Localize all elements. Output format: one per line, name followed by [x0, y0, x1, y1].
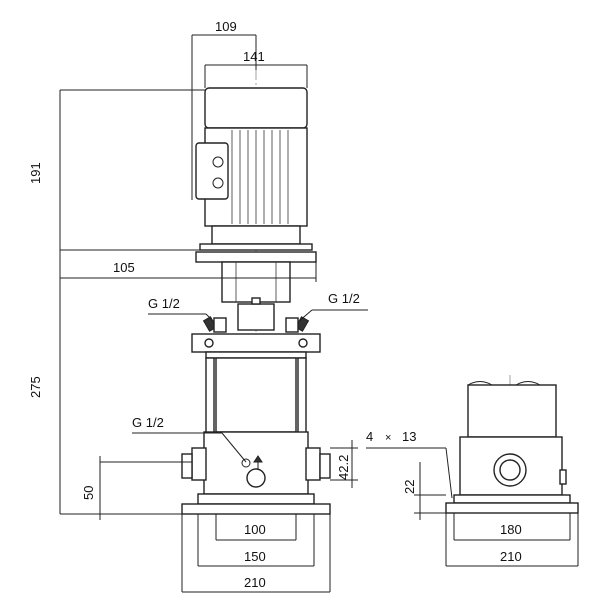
terminal-box	[195, 142, 229, 200]
side-port-inner-icon	[499, 459, 521, 481]
coupling-bracket	[195, 251, 317, 333]
side-view: 4 × 13 22 180 210	[366, 375, 579, 567]
dim-bolt-count: 4	[366, 429, 373, 444]
tie-bolt-icon	[204, 338, 214, 348]
outlet-end	[319, 453, 331, 479]
pump-head	[191, 333, 321, 359]
coupling-screw	[251, 297, 261, 305]
pump-sleeve	[205, 357, 307, 493]
motor-cooling-fins	[231, 130, 289, 224]
base-plate	[181, 503, 331, 515]
tie-bolt-icon	[298, 338, 308, 348]
dim-port-offset: 42.2	[336, 455, 351, 480]
dim-inlet-height: 50	[81, 486, 96, 500]
dim-base-inner: 100	[244, 522, 266, 537]
motor-lower-housing	[211, 225, 301, 245]
front-view: 109 141 191 275 105 G 1/2 G 1/2 G 1/2	[28, 19, 368, 593]
cable-gland-icon	[212, 156, 224, 168]
flow-arrow-head-icon	[253, 455, 263, 463]
side-base-plate-top	[453, 494, 571, 504]
dim-base-overall: 210	[244, 575, 266, 590]
vent-plug	[285, 317, 299, 333]
pump-head-lower	[205, 351, 307, 359]
sleeve-body	[215, 357, 297, 433]
outlet-pipe	[305, 447, 321, 481]
dim-motor-height: 191	[28, 162, 43, 184]
inlet-pipe	[191, 447, 207, 481]
dim-flange-offset: 105	[113, 260, 135, 275]
dim-motor-offset: 109	[215, 19, 237, 34]
base-plate-top	[197, 493, 315, 505]
label-port-right-upper: G 1/2	[328, 291, 360, 306]
side-base-plate	[445, 502, 579, 514]
dim-base-middle: 150	[244, 549, 266, 564]
dim-side-base-inner: 180	[500, 522, 522, 537]
pump-base	[181, 431, 331, 515]
motor	[195, 87, 313, 251]
vent-plug	[213, 317, 227, 333]
bracket-top-plate	[195, 251, 317, 263]
motor-top-cap	[204, 87, 308, 129]
coupling-housing	[221, 261, 291, 303]
motor-mounting-flange	[199, 243, 313, 251]
dim-motor-width: 141	[243, 49, 265, 64]
dim-base-thickness: 22	[402, 480, 417, 494]
priming-port-icon	[241, 458, 251, 468]
label-port-left-lower: G 1/2	[132, 415, 164, 430]
dim-bolt-size: 13	[402, 429, 416, 444]
side-sleeve	[467, 384, 557, 438]
label-port-left-upper: G 1/2	[148, 296, 180, 311]
dim-side-base-overall: 210	[500, 549, 522, 564]
dim-bolt-times: ×	[385, 432, 391, 444]
side-drain-plug	[559, 469, 567, 485]
inlet-end	[181, 453, 193, 479]
cable-gland-icon	[212, 177, 224, 189]
drain-plug-icon	[246, 468, 266, 488]
dim-pump-height: 275	[28, 376, 43, 398]
coupling-guard	[237, 303, 275, 331]
